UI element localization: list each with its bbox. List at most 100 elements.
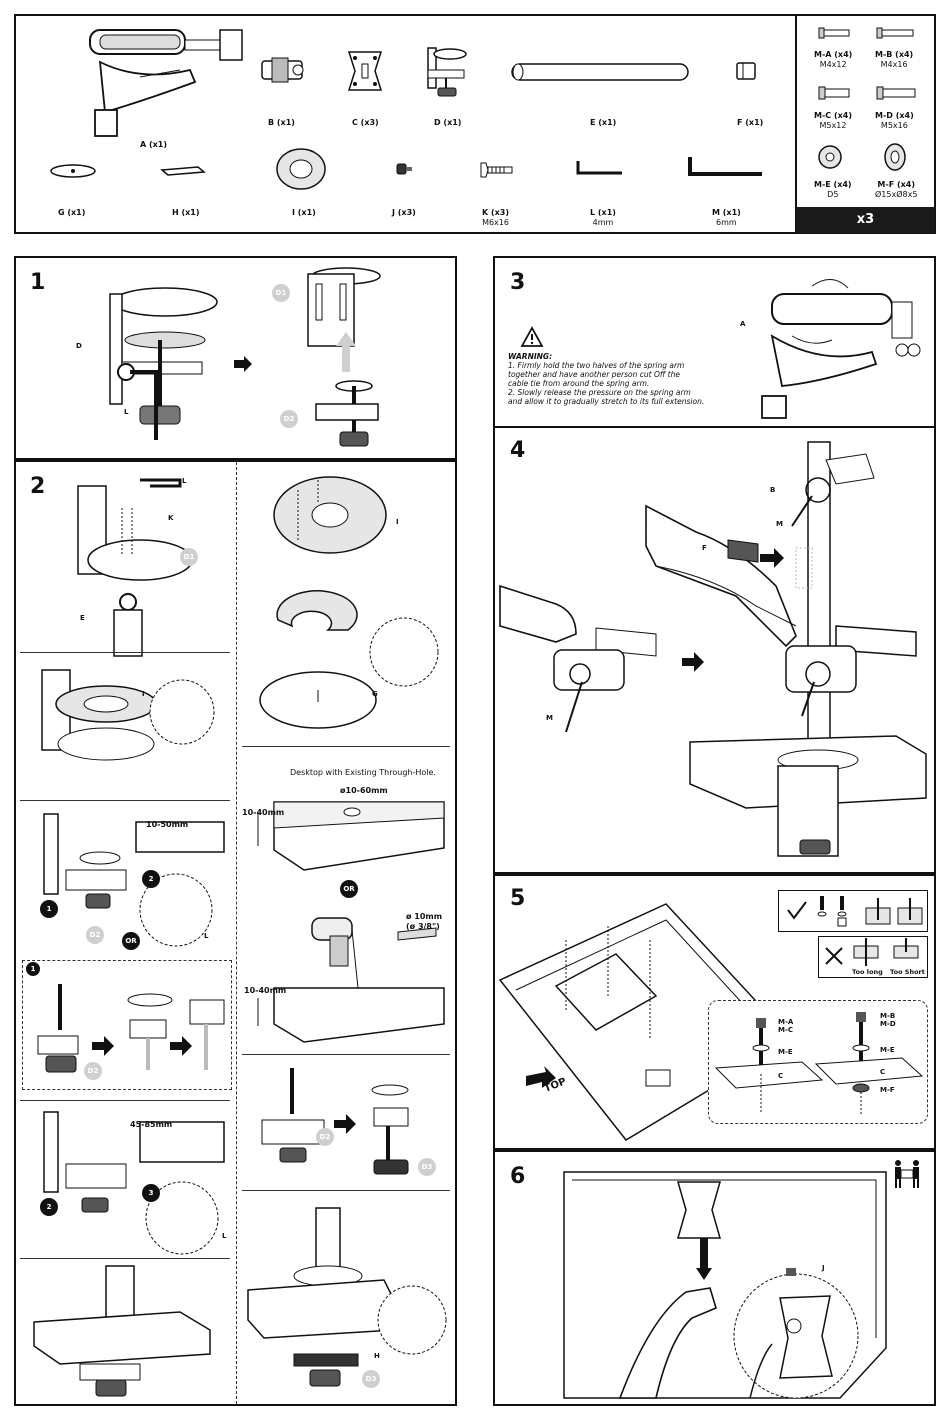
step-5-number: 5 [510,886,526,911]
step-1-arrow-icon [234,356,252,372]
step-2-desk-drilled-illustration [257,987,445,1043]
washer-me-icon [818,145,842,169]
part-k-size: M6x16 [482,218,509,227]
step-4-number: 4 [510,438,526,463]
step-2-thin-desk-illustration [43,813,225,947]
step-2-divider-3 [20,1100,230,1101]
step-5-callout-mf: M-F [880,1086,895,1094]
step-2-badge-d2-c: D2 [316,1128,334,1146]
screw-md-label: M-D (x4) M5x16 [875,111,914,131]
warning-line-5: and allow it to gradually stretch to its… [508,397,705,406]
screw-ma-size: M4x12 [819,60,847,69]
step-3-warning-icon [520,326,544,347]
step-2-badge-2-a: 2 [142,870,160,888]
screw-set-count: x3 [796,207,935,233]
step-5-callout-me-1: M-E [778,1048,793,1056]
step-4-callout-b: B [770,486,776,494]
part-l-size: 4mm [592,218,614,227]
part-a-arm-illustration [89,29,243,137]
part-j-screw-illustration [396,163,412,175]
step-3-arm-cut-illustration [761,279,921,419]
step-5-callout-c-2: C [880,1068,886,1076]
screw-mc-qty: M-C (x4) [814,111,852,120]
step-5-cross-icon [825,947,843,965]
step-2-callout-i-1: I [142,690,145,698]
step-5-wrong-screws-illustration [853,938,919,966]
part-c-vesa-plate-illustration [347,51,383,91]
screw-md-icon [876,86,916,100]
part-b-label: B (x1) [268,118,295,127]
step-2-divider-1 [20,652,230,653]
step-2-callout-k: K [168,514,174,522]
part-m-label: M (x1) 6mm [712,208,741,228]
screw-mc-size: M5x12 [819,121,847,130]
washer-me-size: D5 [827,190,839,199]
step-2-divider-4 [20,1258,230,1259]
part-d-clamp-illustration [427,47,467,97]
step-2-badge-or-b: OR [340,880,358,898]
step-5-callout-ma-mc: M-A M-C [778,1018,794,1034]
step-1-number: 1 [30,270,46,295]
step-2-callout-e: E [80,614,85,622]
part-k-qty: K (x3) [482,208,510,217]
screw-mb-qty: M-B (x4) [875,50,914,59]
step-2-d2-d3-illustration [261,1068,409,1175]
part-k-screw-illustration [480,162,513,178]
step-2-callout-i-2: I [396,518,399,526]
screw-mc-icon [818,86,850,100]
step-2-callout-l-3: L [222,1232,227,1240]
step-3-callout-a: A [740,320,746,328]
step-1-callout-l: L [124,408,129,416]
step-2-badge-or-a: OR [122,932,140,950]
step-1-d1-bracket-illustration [307,267,381,347]
part-h-plate-illustration [160,166,206,176]
part-a-label: A (x1) [140,140,168,149]
step-2-divider-7 [242,1190,450,1191]
step-2-badge-d1: D1 [180,548,198,566]
step-1-d2-clamp-illustration [315,380,379,447]
screw-mb-size: M4x16 [880,60,908,69]
part-l-hex-key-illustration [576,161,622,175]
step-2-badge-1-b: 1 [26,962,40,976]
step-3-warning-text: WARNING: 1. Firmly hold the two halves o… [508,352,704,406]
spacer-mf-label: M-F (x4) Ø15xØ8x5 [875,180,917,200]
step-4-callout-f: F [702,544,707,552]
step-5-callout-me-2: M-E [880,1046,895,1054]
part-f-label: F (x1) [737,118,764,127]
part-l-label: L (x1) 4mm [590,208,616,228]
step-5-detail-illustration [714,1012,924,1116]
part-i-ring-illustration [276,148,326,190]
spacer-mf-size: Ø15xØ8x5 [875,190,918,199]
part-b-illustration [261,57,304,83]
spacer-mf-qty: M-F (x4) [877,180,915,189]
step-2-dim-10-40mm-b: 10-40mm [244,986,287,995]
step-2-dim-hole: ø10-60mm [340,786,388,795]
step-2-dim-45-85mm: 45-85mm [130,1120,173,1129]
step-3-panel [493,256,936,428]
step-2-callout-g: G [372,690,378,698]
step-1-badge-d2: D2 [280,410,298,428]
part-m-qty: M (x1) [712,208,741,217]
part-m-hex-key-illustration [688,157,762,176]
step-2-badge-d3-a: D3 [418,1158,436,1176]
step-2-column-divider [236,462,237,1404]
part-e-pole-illustration [511,63,689,81]
two-person-lift-icon [895,1160,919,1188]
part-g-base-plate-illustration [50,164,96,178]
step-2-drill-illustration [311,917,437,989]
part-h-label: H (x1) [172,208,200,217]
step-2-desk-hole-illustration [257,801,445,871]
warning-line-4: 2. Slowly release the pressure on the sp… [508,388,691,397]
screw-md-qty: M-D (x4) [875,111,914,120]
step-1-up-arrow-icon [336,332,356,372]
step-2-ring-install-illustration [41,669,215,761]
step-1-badge-d1: D1 [272,284,290,302]
step-6-callout-j: J [822,1264,825,1272]
screw-ma-icon [818,27,850,39]
step-2-dim-drill-in: (ø 3/8") [406,922,440,931]
warning-title: WARNING: [508,352,553,361]
step-2-badge-d2-a: D2 [86,926,104,944]
part-g-label: G (x1) [58,208,86,217]
step-5-callout-c-1: C [778,1072,784,1080]
step-2-final-mount-illustration [33,1265,211,1397]
